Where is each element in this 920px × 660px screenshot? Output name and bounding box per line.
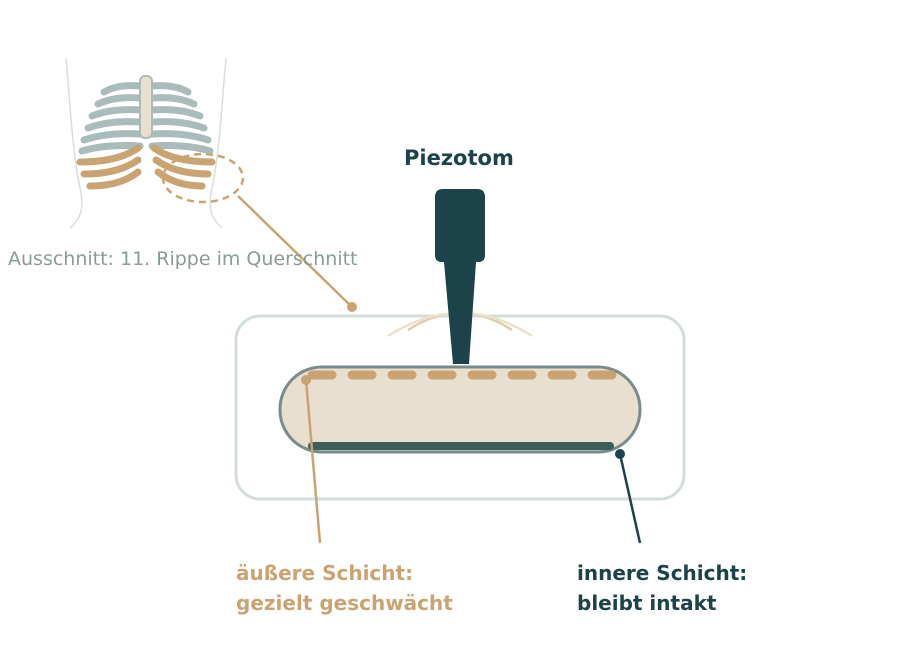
thorax-illustration bbox=[65, 57, 245, 229]
inner-layer-label-line1: innere Schicht: bbox=[577, 561, 748, 585]
thorax-outline-right bbox=[209, 57, 227, 229]
piezotom-tip bbox=[444, 262, 476, 364]
piezotom-handle bbox=[435, 189, 485, 262]
inner-layer-leader bbox=[618, 453, 642, 544]
lower-ribs bbox=[76, 144, 216, 190]
thorax-outline-left bbox=[65, 57, 83, 229]
inner-layer-label-line2: bleibt intakt bbox=[577, 591, 717, 615]
sternum bbox=[139, 75, 153, 139]
outer-layer-leader bbox=[304, 379, 322, 544]
outer-layer-leader-dot bbox=[301, 375, 311, 385]
rib-11-highlight-circle bbox=[161, 152, 245, 204]
zoom-pointer-line bbox=[237, 195, 353, 308]
outer-layer-label-line2: gezielt geschwächt bbox=[236, 591, 453, 615]
outer-layer-label: äußere Schicht: gezielt geschwächt bbox=[236, 558, 453, 618]
outer-layer-label-line1: äußere Schicht: bbox=[236, 561, 414, 585]
inner-layer-label: innere Schicht: bleibt intakt bbox=[577, 558, 747, 618]
thorax-caption: Ausschnitt: 11. Rippe im Querschnitt bbox=[8, 248, 358, 270]
inner-layer-leader-dot bbox=[615, 449, 625, 459]
rib-cross-section bbox=[278, 365, 642, 454]
piezotom-instrument bbox=[435, 189, 485, 364]
upper-ribs bbox=[78, 82, 214, 155]
piezotom-label: Piezotom bbox=[404, 146, 514, 170]
zoom-pointer-dot bbox=[347, 302, 357, 312]
